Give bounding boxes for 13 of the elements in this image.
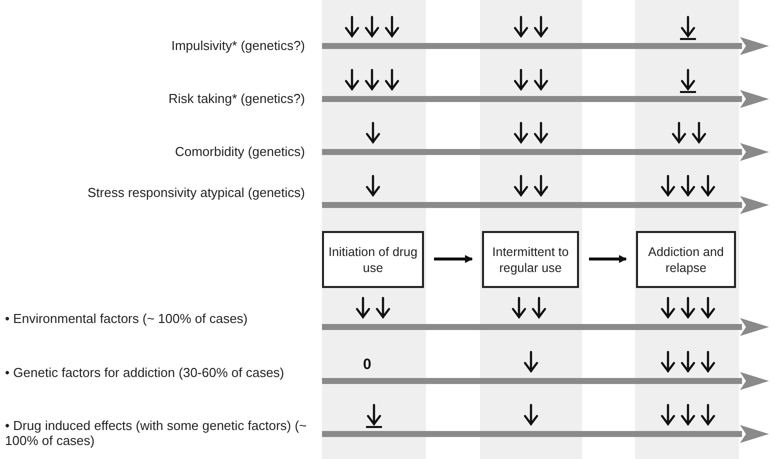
zero-mark: 0 xyxy=(363,356,372,373)
stage-box: Addiction and relapse xyxy=(636,231,736,288)
stage-box: Intermittent to regular use xyxy=(482,231,579,288)
arrow xyxy=(434,255,473,263)
factor-label: Stress responsivity atypical (genetics) xyxy=(86,185,305,200)
factor-label: • Drug induced effects (with some genetic factors) (~ 100% of cases) xyxy=(5,418,308,448)
factor-label: Comorbidity (genetics) xyxy=(174,144,305,159)
factor-label: • Genetic factors for addiction (30-60% of cases) xyxy=(5,365,286,380)
factor-label: Risk taking* (genetics?) xyxy=(167,91,305,106)
factor-label: Impulsivity* (genetics?) xyxy=(170,38,305,53)
arrow xyxy=(589,255,627,263)
factor-label: • Environmental factors (~ 100% of cases) xyxy=(5,311,249,326)
stage-box: Initiation of drug use xyxy=(322,231,424,288)
